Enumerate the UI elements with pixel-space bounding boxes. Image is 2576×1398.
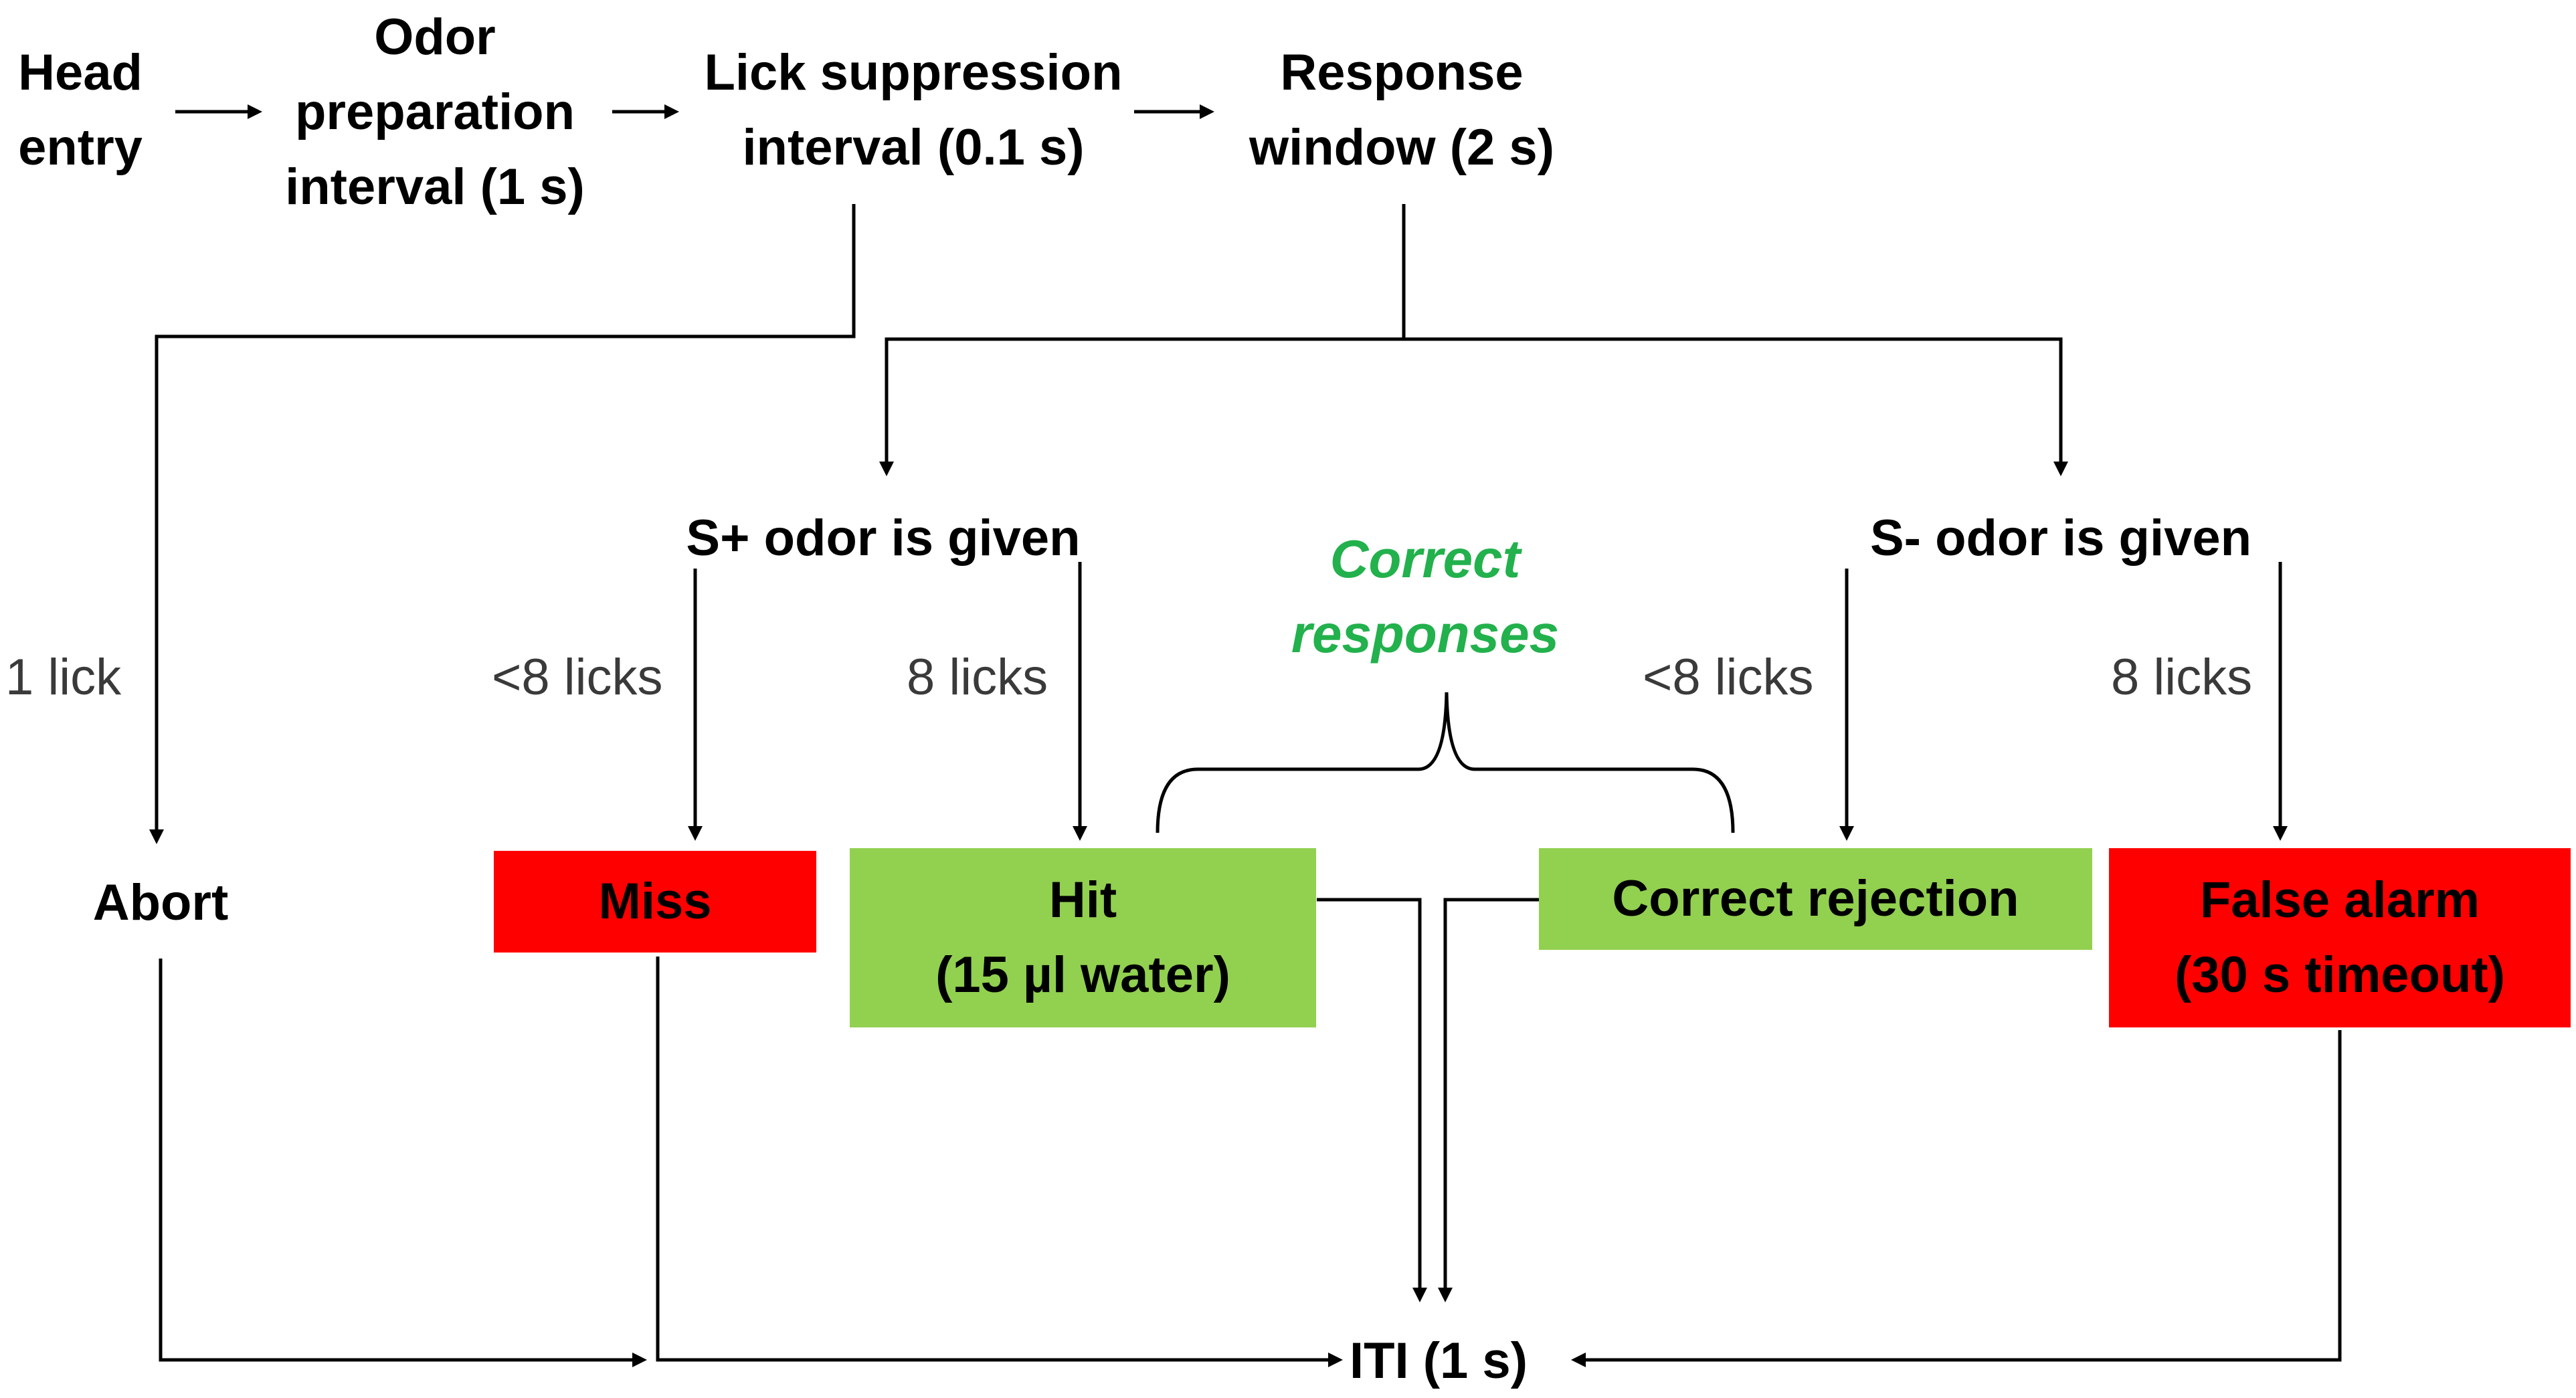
correct-responses-annotation: Correct responses — [1291, 529, 1560, 664]
connector-correct-rejection-to-iti — [1443, 898, 1539, 1288]
connector-lick-suppression-to-abort — [155, 204, 856, 829]
correct-responses-brace — [1156, 692, 1735, 833]
connector-to-splus — [885, 337, 2063, 462]
connector-false-alarm-to-iti — [1586, 1030, 2342, 1362]
splus-8-licks-label: 8 licks — [907, 649, 1048, 706]
correct-rejection-box: Correct rejection — [1539, 848, 2092, 950]
arrowhead-false-alarm — [2273, 826, 2288, 841]
odor-preparation-node: Odor preparation interval (1 s) — [285, 8, 585, 215]
arrowhead-iti-from-correct-rejection — [1438, 1288, 1453, 1302]
arrowhead-iti-from-miss — [1328, 1353, 1343, 1367]
iti-node: ITI (1 s) — [1349, 1332, 1528, 1389]
arrowhead-sminus — [2053, 462, 2068, 476]
arrowhead-miss — [688, 826, 703, 841]
arrowhead-odor-prep — [248, 104, 262, 119]
arrowhead-iti-from-false-alarm — [1571, 1353, 1586, 1367]
arrowhead-iti-from-abort — [632, 1353, 647, 1367]
sminus-less-than-8-licks-label: <8 licks — [1643, 649, 1814, 706]
splus-odor-node: S+ odor is given — [686, 510, 1081, 567]
arrowhead-splus — [879, 462, 894, 476]
arrowhead-abort — [149, 829, 164, 844]
miss-box: Miss — [494, 851, 816, 953]
connector-abort-to-iti — [159, 959, 632, 1362]
arrowhead-response-window — [1200, 104, 1214, 119]
sminus-odor-node: S- odor is given — [1869, 510, 2252, 567]
response-window-node: Response window (2 s) — [1249, 44, 1554, 176]
lick-suppression-node: Lick suppression interval (0.1 s) — [704, 44, 1123, 176]
arrowhead-lick-suppression — [664, 104, 679, 119]
head-entry-node: Head entry — [18, 44, 143, 176]
arrowhead-iti-from-hit — [1412, 1288, 1427, 1302]
false-alarm-box: False alarm (30 s timeout) — [2109, 848, 2571, 1027]
sminus-8-licks-label: 8 licks — [2111, 649, 2253, 706]
abort-node: Abort — [92, 874, 229, 931]
one-lick-label: 1 lick — [5, 649, 122, 706]
splus-less-than-8-licks-label: <8 licks — [492, 649, 663, 706]
connector-hit-to-iti — [1317, 898, 1422, 1288]
connector-miss-to-iti — [656, 957, 1328, 1362]
hit-box: Hit (15 µl water) — [850, 848, 1316, 1027]
arrowhead-correct-rejection — [1839, 826, 1854, 841]
arrowhead-hit — [1073, 826, 1087, 841]
